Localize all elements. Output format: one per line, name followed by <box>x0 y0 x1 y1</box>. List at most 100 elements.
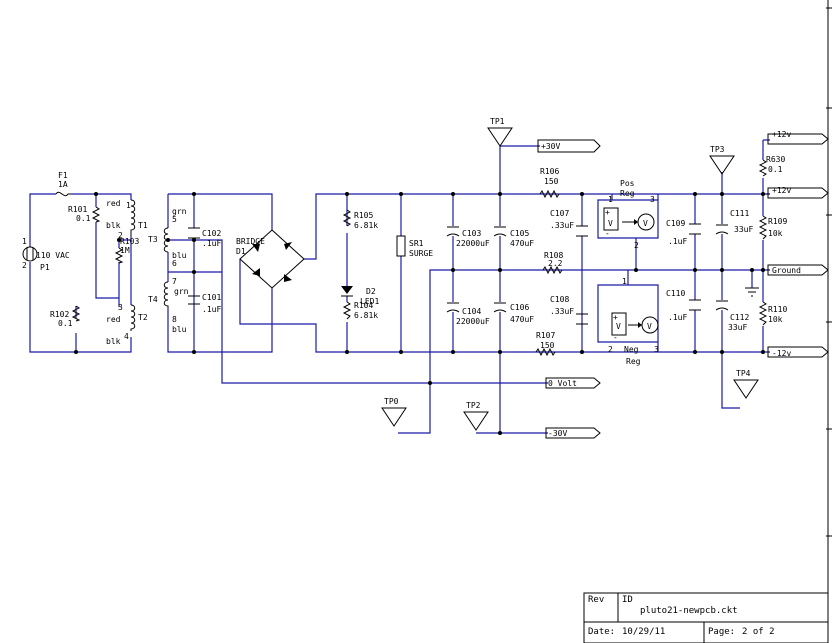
fuse-val: 1A <box>58 180 68 189</box>
transformer-t4 <box>163 281 169 308</box>
r107-val: 150 <box>540 341 555 350</box>
resistor-r107 <box>535 347 556 357</box>
pos-reg-v: V <box>608 219 613 228</box>
pos-reg-plus: + <box>605 208 610 217</box>
resistor-r630 <box>758 159 768 177</box>
t1-red: red <box>106 199 121 208</box>
r108-val: 2.2 <box>548 259 563 268</box>
t2-red: red <box>106 315 121 324</box>
capacitor-c101 <box>188 295 200 305</box>
c103-ref: C103 <box>462 229 481 238</box>
plug-label: 110 VAC <box>36 251 70 260</box>
transformer-t3 <box>163 227 169 253</box>
capacitor-c103 <box>446 226 460 237</box>
t1-blk: blk <box>106 221 121 230</box>
title-page-label: Page: <box>708 627 735 637</box>
r109-ref: R109 <box>768 217 787 226</box>
neg-reg-pin3: 3 <box>654 345 659 354</box>
resistor-r103 <box>114 247 124 264</box>
c107-val: .33uF <box>550 221 574 230</box>
r630-ref: R630 <box>766 155 785 164</box>
t1-pin1: 1 <box>126 201 131 210</box>
tp3-label: TP3 <box>710 145 725 154</box>
led-d2 <box>341 286 353 297</box>
fuse-ref: F1 <box>58 171 68 180</box>
r101-ref: R101 <box>68 205 87 214</box>
pos-reg-pin1: 1 <box>608 195 613 204</box>
bridge-rectifier-d1 <box>239 229 305 289</box>
t4-pin7: 7 <box>172 277 177 286</box>
r106-val: 150 <box>544 177 559 186</box>
r109-val: 10k <box>768 229 783 238</box>
r110-ref: R110 <box>768 305 787 314</box>
neg-reg-v-out: V <box>647 322 652 331</box>
t2-ref: T2 <box>138 313 148 322</box>
resistor-r108 <box>542 265 563 275</box>
capacitor-c107 <box>576 225 588 237</box>
resistor-r101 <box>91 206 101 223</box>
fuse-f1 <box>55 191 72 197</box>
t4-pin8: 8 <box>172 315 177 324</box>
r103-ref: R103 <box>120 237 139 246</box>
pos-reg-pin2: 2 <box>634 241 639 250</box>
tp4-label: TP4 <box>736 369 751 378</box>
capacitor-c102 <box>188 227 200 239</box>
r104-val: 6.81k <box>354 311 378 320</box>
neg-regulator <box>611 312 659 336</box>
t3-pin6: 6 <box>172 259 177 268</box>
bridge-ref: D1 <box>236 247 246 256</box>
r103-val: 1M <box>120 246 130 255</box>
c107-ref: C107 <box>550 209 569 218</box>
tp3-symbol <box>709 155 735 175</box>
capacitor-c104 <box>446 302 460 313</box>
c111-val: 33uF <box>734 225 753 234</box>
t1-pin2: 2 <box>118 231 123 240</box>
pos-reg-label-1: Pos <box>620 179 635 188</box>
off-sheet-connectors <box>537 133 829 439</box>
c106-ref: C106 <box>510 303 529 312</box>
r101-val: 0.1 <box>76 214 91 223</box>
title-page: 2 of 2 <box>742 627 775 637</box>
c109-val: .1uF <box>668 237 687 246</box>
rail-zero-volt: 0 Volt <box>548 379 577 388</box>
sheet-border <box>826 0 832 643</box>
title-filename: pluto21-newpcb.ckt <box>640 606 738 616</box>
c101-ref: C101 <box>202 293 221 302</box>
title-date: 10/29/11 <box>622 627 665 637</box>
sr1-val: SURGE <box>409 249 433 258</box>
resistor-r105 <box>342 209 352 227</box>
neg-reg-plus: + <box>613 313 618 322</box>
c105-val: 470uF <box>510 239 534 248</box>
title-date-label: Date: <box>588 627 615 637</box>
neg-reg-pin2: 2 <box>608 345 613 354</box>
neg-reg-pin1: 1 <box>622 277 627 286</box>
transformer-t1 <box>130 199 136 236</box>
rail-ground: Ground <box>772 266 801 275</box>
tp2-symbol <box>463 411 489 431</box>
c110-ref: C110 <box>666 289 685 298</box>
r105-ref: R105 <box>354 211 373 220</box>
t4-grn: grn <box>174 287 189 296</box>
plug-p1 <box>22 246 38 262</box>
tp4-symbol <box>733 379 759 399</box>
tp2-label: TP2 <box>466 401 481 410</box>
rail-plus12-top: +12v <box>772 130 791 139</box>
r108-ref: R108 <box>544 251 563 260</box>
c102-val: .1uF <box>202 239 221 248</box>
pos-regulator <box>603 207 655 231</box>
c109-ref: C109 <box>666 219 685 228</box>
surge-sr1 <box>396 235 406 257</box>
resistor-r102 <box>71 305 81 322</box>
tp0-label: TP0 <box>384 397 399 406</box>
t3-grn: grn <box>172 207 187 216</box>
c112-val: 33uF <box>728 323 747 332</box>
c103-val: 22000uF <box>456 239 490 248</box>
transformer-t2 <box>130 304 136 331</box>
r630-val: 0.1 <box>768 165 783 174</box>
t1-ref: T1 <box>138 221 148 230</box>
rail-minus30: -30V <box>548 429 567 438</box>
t3-blu: blu <box>172 251 187 260</box>
d2-val: LED1 <box>360 297 379 306</box>
